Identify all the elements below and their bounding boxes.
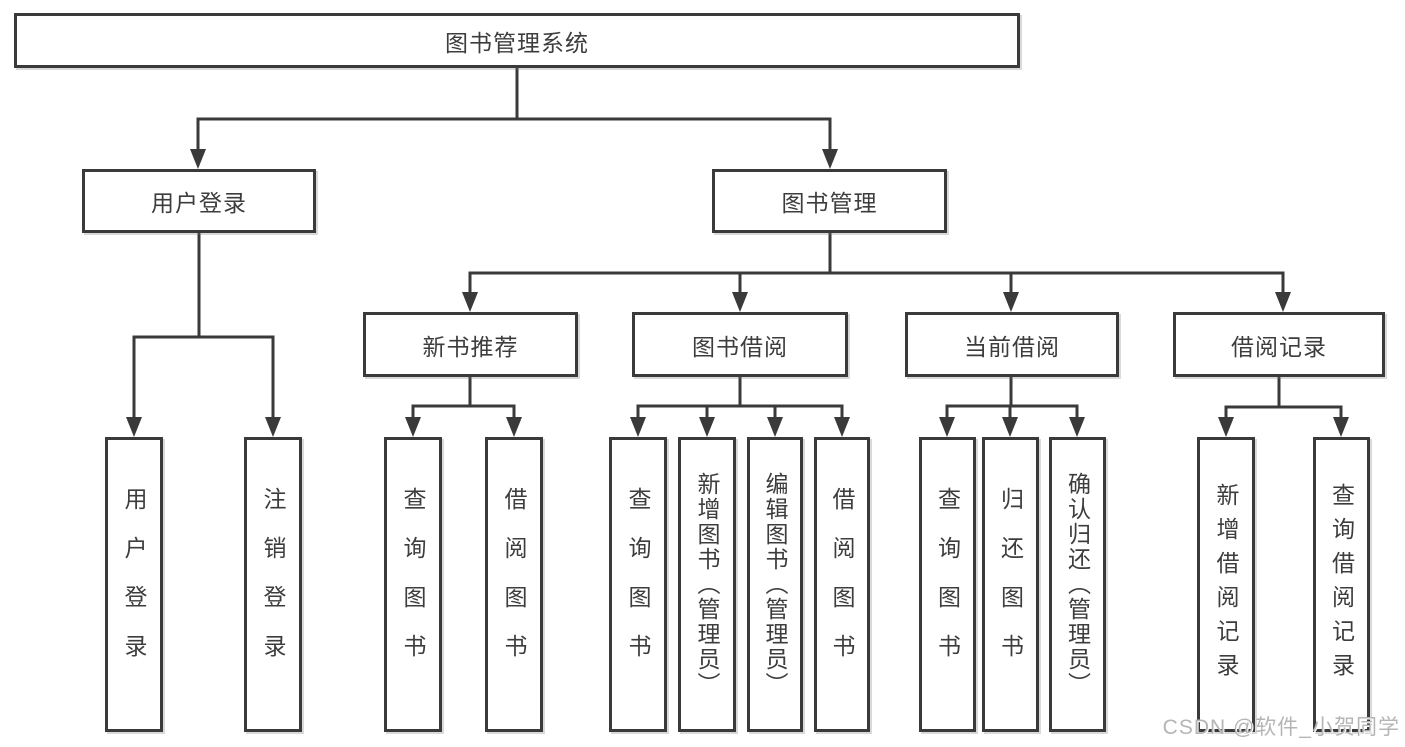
leaf-borrow-books: 借阅图书 bbox=[814, 437, 870, 732]
node-book-management: 图书管理 bbox=[712, 169, 947, 233]
leaf-confirm-return-admin: 确认归还（管理员） bbox=[1049, 437, 1106, 732]
node-label: 图书管理 bbox=[781, 190, 878, 216]
node-label: 当前借阅 bbox=[964, 333, 1060, 360]
leaf-add-book-admin: 新增图书（管理员） bbox=[678, 437, 736, 732]
node-label: 新书推荐 bbox=[422, 333, 519, 360]
leaf-add-borrow-record: 新增借阅记录 bbox=[1197, 437, 1255, 732]
leaf-label: 用户登录 bbox=[121, 486, 147, 683]
leaf-borrow-books-recommend: 借阅图书 bbox=[485, 437, 543, 732]
leaf-logout: 注销登录 bbox=[244, 437, 302, 732]
leaf-label: 确认归还（管理员） bbox=[1064, 472, 1091, 697]
node-borrowing-records: 借阅记录 bbox=[1173, 312, 1385, 377]
leaf-query-books-recommend: 查询图书 bbox=[384, 437, 442, 732]
leaf-edit-book-admin: 编辑图书（管理员） bbox=[747, 437, 803, 732]
node-label: 图书借阅 bbox=[692, 333, 788, 360]
leaf-label: 借阅图书 bbox=[829, 486, 855, 683]
leaf-label: 新增图书（管理员） bbox=[694, 472, 720, 697]
leaf-label: 归还图书 bbox=[997, 486, 1024, 683]
leaf-query-borrow-record: 查询借阅记录 bbox=[1313, 437, 1370, 732]
node-label: 图书管理系统 bbox=[445, 29, 589, 56]
leaf-label: 查询图书 bbox=[400, 486, 426, 683]
leaf-label: 注销登录 bbox=[260, 486, 286, 683]
leaf-query-books-borrowing: 查询图书 bbox=[609, 437, 667, 732]
node-current-borrowing: 当前借阅 bbox=[905, 312, 1119, 377]
leaf-return-book: 归还图书 bbox=[982, 437, 1039, 732]
leaf-label: 查询图书 bbox=[934, 486, 961, 683]
leaf-query-books-current: 查询图书 bbox=[919, 437, 976, 732]
leaf-label: 查询借阅记录 bbox=[1328, 482, 1355, 687]
node-new-book-recommend: 新书推荐 bbox=[363, 312, 578, 377]
leaf-label: 编辑图书（管理员） bbox=[762, 472, 788, 697]
leaf-label: 新增借阅记录 bbox=[1213, 482, 1239, 687]
leaf-label: 借阅图书 bbox=[501, 486, 527, 683]
leaf-label: 查询图书 bbox=[625, 486, 651, 683]
node-book-management-system: 图书管理系统 bbox=[14, 13, 1020, 68]
node-label: 用户登录 bbox=[151, 190, 247, 216]
node-label: 借阅记录 bbox=[1231, 333, 1327, 360]
leaf-user-login: 用户登录 bbox=[105, 437, 163, 732]
node-book-borrowing: 图书借阅 bbox=[632, 312, 848, 377]
node-user-login: 用户登录 bbox=[82, 169, 316, 233]
